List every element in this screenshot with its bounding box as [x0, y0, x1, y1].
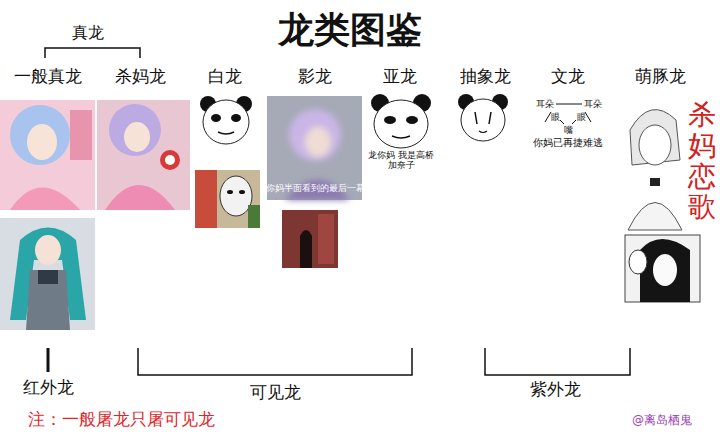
band-label: 可见龙: [250, 383, 301, 403]
band-label: 紫外龙: [530, 380, 581, 400]
photo: [195, 170, 260, 228]
photo: [0, 100, 95, 210]
photo: [282, 210, 338, 268]
column-header: 亚龙: [383, 67, 417, 87]
panda-face: [200, 96, 252, 144]
bracket: [138, 348, 412, 375]
band-label: 红外龙: [23, 378, 74, 398]
image-caption: 你妈半面看到的最后一幕: [266, 183, 365, 193]
panda-face: [458, 94, 508, 141]
column-header: 萌豚龙: [635, 67, 686, 87]
column-header: 抽象龙: [460, 67, 511, 87]
manga-panel: [625, 235, 700, 302]
column-header: 影龙: [298, 67, 332, 87]
column-header: 文龙: [551, 67, 585, 87]
column-header: 白龙: [208, 67, 242, 87]
watermark: @离岛栖鬼: [632, 414, 692, 428]
image-caption: 龙你妈 我是高桥加奈子: [366, 150, 436, 171]
title: 龙类图鉴: [278, 9, 422, 50]
panda-face: [371, 94, 431, 148]
column-header: 一般真龙: [14, 67, 82, 87]
photo: [97, 100, 190, 210]
group-label: 真龙: [72, 24, 104, 42]
face-text: 眼: [577, 112, 586, 122]
note: 注：一般屠龙只屠可见龙: [28, 410, 215, 430]
photo: [0, 218, 95, 330]
face-text: 耳朵: [536, 99, 554, 109]
bracket: [45, 48, 140, 58]
face-text: 嘴: [564, 125, 573, 135]
face-text: 你妈已再捷难逃: [533, 137, 603, 149]
column-header: 杀妈龙: [115, 67, 166, 87]
bracket: [485, 348, 630, 375]
face-text: 耳朵: [584, 99, 602, 109]
face-text: 眼: [551, 112, 560, 122]
marker-line: [47, 348, 50, 372]
manga-title: 杀妈恋歌: [688, 100, 716, 223]
